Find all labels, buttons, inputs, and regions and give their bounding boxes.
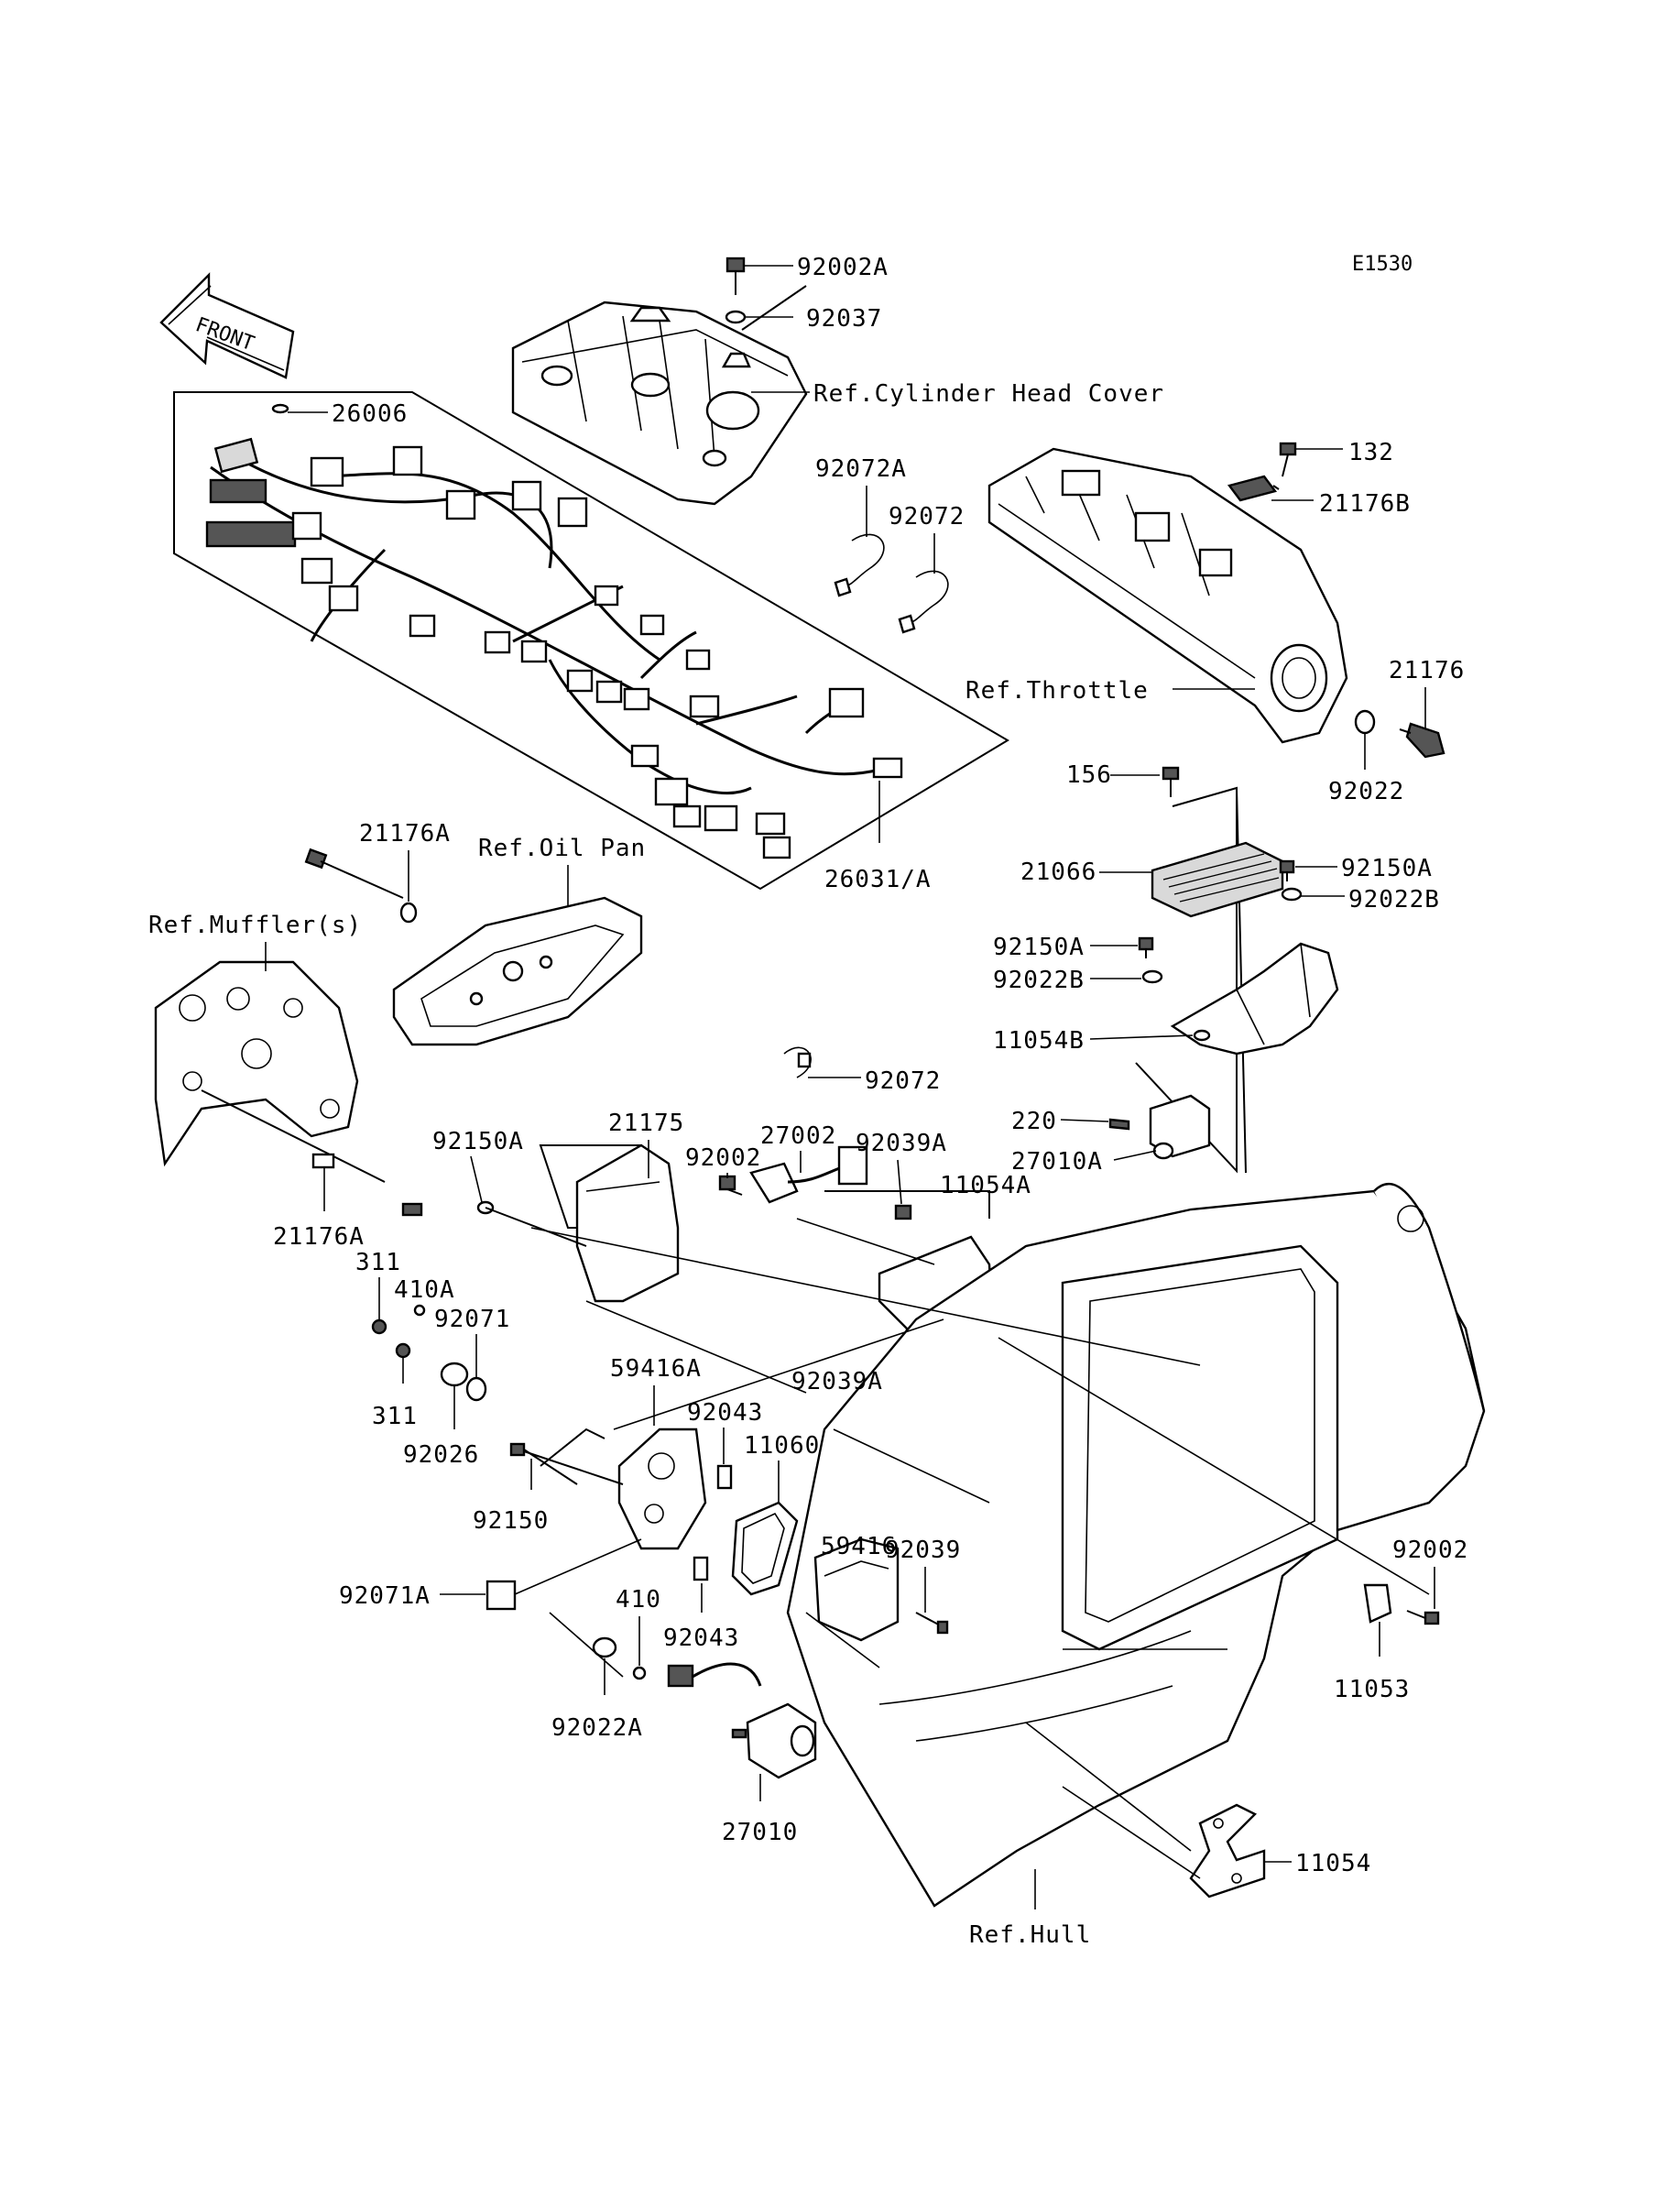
label-92043-top: 92043 (687, 1399, 763, 1427)
nut-311-top (371, 1318, 387, 1335)
label-11054: 11054 (1295, 1850, 1371, 1877)
label-132: 132 (1348, 439, 1394, 466)
front-arrow-icon: FRONT (159, 272, 295, 379)
label-92039A-mid: 92039A (791, 1368, 883, 1395)
plate-11060 (731, 1501, 799, 1596)
label-92026: 92026 (403, 1441, 479, 1469)
sensor-21176B (1227, 475, 1280, 502)
ref-mufflers: Ref.Muffler(s) (148, 912, 362, 939)
label-410: 410 (616, 1586, 661, 1614)
label-92043-bottom: 92043 (663, 1625, 739, 1652)
oil-pan (392, 896, 643, 1046)
label-92039A-top: 92039A (856, 1130, 947, 1157)
grommet-92026 (440, 1362, 469, 1387)
bracket-11054 (1062, 1786, 1266, 1898)
ref-cylinder-head-cover: Ref.Cylinder Head Cover (813, 380, 1164, 408)
label-21176B: 21176B (1319, 490, 1411, 518)
relay-27010 (667, 1662, 817, 1779)
regulator-group (1108, 766, 1339, 1174)
grommet-92071 (465, 1376, 487, 1402)
cable-tie-92072A (834, 533, 885, 597)
bracket-11053 (1363, 1583, 1392, 1624)
label-59416: 59416 (821, 1533, 897, 1560)
label-92150A-mid: 92150A (993, 934, 1085, 961)
callouts: 92002A 92037 Ref.Cylinder Head Cover 260… (148, 254, 1468, 1949)
screw-132 (1279, 442, 1297, 477)
label-92072-top: 92072 (889, 503, 965, 531)
throttle-body (987, 447, 1348, 744)
relay-27002 (718, 1145, 868, 1204)
label-92022A: 92022A (551, 1714, 643, 1742)
ref-throttle: Ref.Throttle (965, 677, 1149, 705)
cable-tie-92072-top (898, 570, 949, 634)
ecu-21175 (476, 1143, 680, 1303)
nut-311-bottom (395, 1342, 411, 1359)
label-21175: 21175 (608, 1110, 684, 1137)
washer-410A (413, 1304, 426, 1317)
label-92002-mid: 92002 (685, 1144, 761, 1172)
label-59416A: 59416A (610, 1355, 702, 1383)
label-410A: 410A (394, 1276, 455, 1304)
gasket-92022 (1354, 709, 1376, 735)
label-92002-right: 92002 (1392, 1537, 1468, 1564)
mount-59416A (540, 1428, 707, 1550)
wiring-harness-group (173, 391, 1009, 891)
label-92002A: 92002A (797, 254, 889, 281)
label-92071A: 92071A (339, 1582, 431, 1610)
label-92150A-left: 92150A (432, 1128, 524, 1155)
label-156: 156 (1066, 761, 1112, 789)
label-92022B-mid: 92022B (993, 967, 1085, 994)
label-311-bottom: 311 (372, 1403, 418, 1430)
label-11060: 11060 (744, 1432, 820, 1460)
ref-oil-pan: Ref.Oil Pan (478, 835, 646, 862)
leader-lines (530, 1218, 1430, 1852)
stud-92037 (725, 285, 807, 331)
cylinder-head-cover (511, 301, 808, 506)
label-26031A: 26031/A (824, 866, 932, 893)
sensor-21176A-bottom (201, 1089, 423, 1217)
label-27010A: 27010A (1011, 1148, 1103, 1176)
collar-92043-top (716, 1464, 733, 1490)
cable-tie-92072-mid (783, 1046, 812, 1078)
screw-92039 (915, 1612, 949, 1635)
label-92022B-right: 92022B (1348, 886, 1440, 914)
sensor-21176A-top (304, 848, 418, 924)
sensor-21176 (1399, 722, 1445, 759)
label-27002: 27002 (760, 1122, 836, 1150)
label-21176A-top: 21176A (359, 820, 451, 848)
label-92039: 92039 (885, 1537, 961, 1564)
diagram-code: E1530 (1352, 253, 1413, 276)
label-311-top: 311 (355, 1249, 401, 1276)
washer-92022A (592, 1636, 617, 1658)
cap-92071A (485, 1580, 517, 1611)
muffler (154, 960, 359, 1167)
label-220: 220 (1011, 1108, 1057, 1135)
label-26006: 26006 (332, 400, 408, 428)
hull (786, 1182, 1486, 1908)
washer-410 (632, 1666, 647, 1680)
label-21176: 21176 (1389, 657, 1465, 684)
bolt-92002-right (1406, 1610, 1440, 1625)
label-92150: 92150 (473, 1507, 549, 1535)
label-11053: 11053 (1334, 1676, 1410, 1703)
label-92071: 92071 (434, 1306, 510, 1333)
label-92037: 92037 (806, 305, 882, 333)
label-27010: 27010 (722, 1819, 798, 1846)
label-92072-mid: 92072 (865, 1067, 941, 1095)
bolt-92002A (725, 257, 746, 295)
label-11054A: 11054A (940, 1172, 1031, 1199)
bolt-92150 (509, 1442, 578, 1485)
label-92072A: 92072A (815, 455, 907, 483)
label-21066: 21066 (1020, 859, 1096, 886)
collar-92043-bottom (693, 1556, 709, 1581)
ref-hull: Ref.Hull (969, 1921, 1091, 1949)
label-92022: 92022 (1328, 778, 1404, 805)
label-11054B: 11054B (993, 1027, 1085, 1055)
label-21176A-bottom: 21176A (273, 1223, 365, 1251)
label-92150A-right: 92150A (1341, 855, 1433, 882)
